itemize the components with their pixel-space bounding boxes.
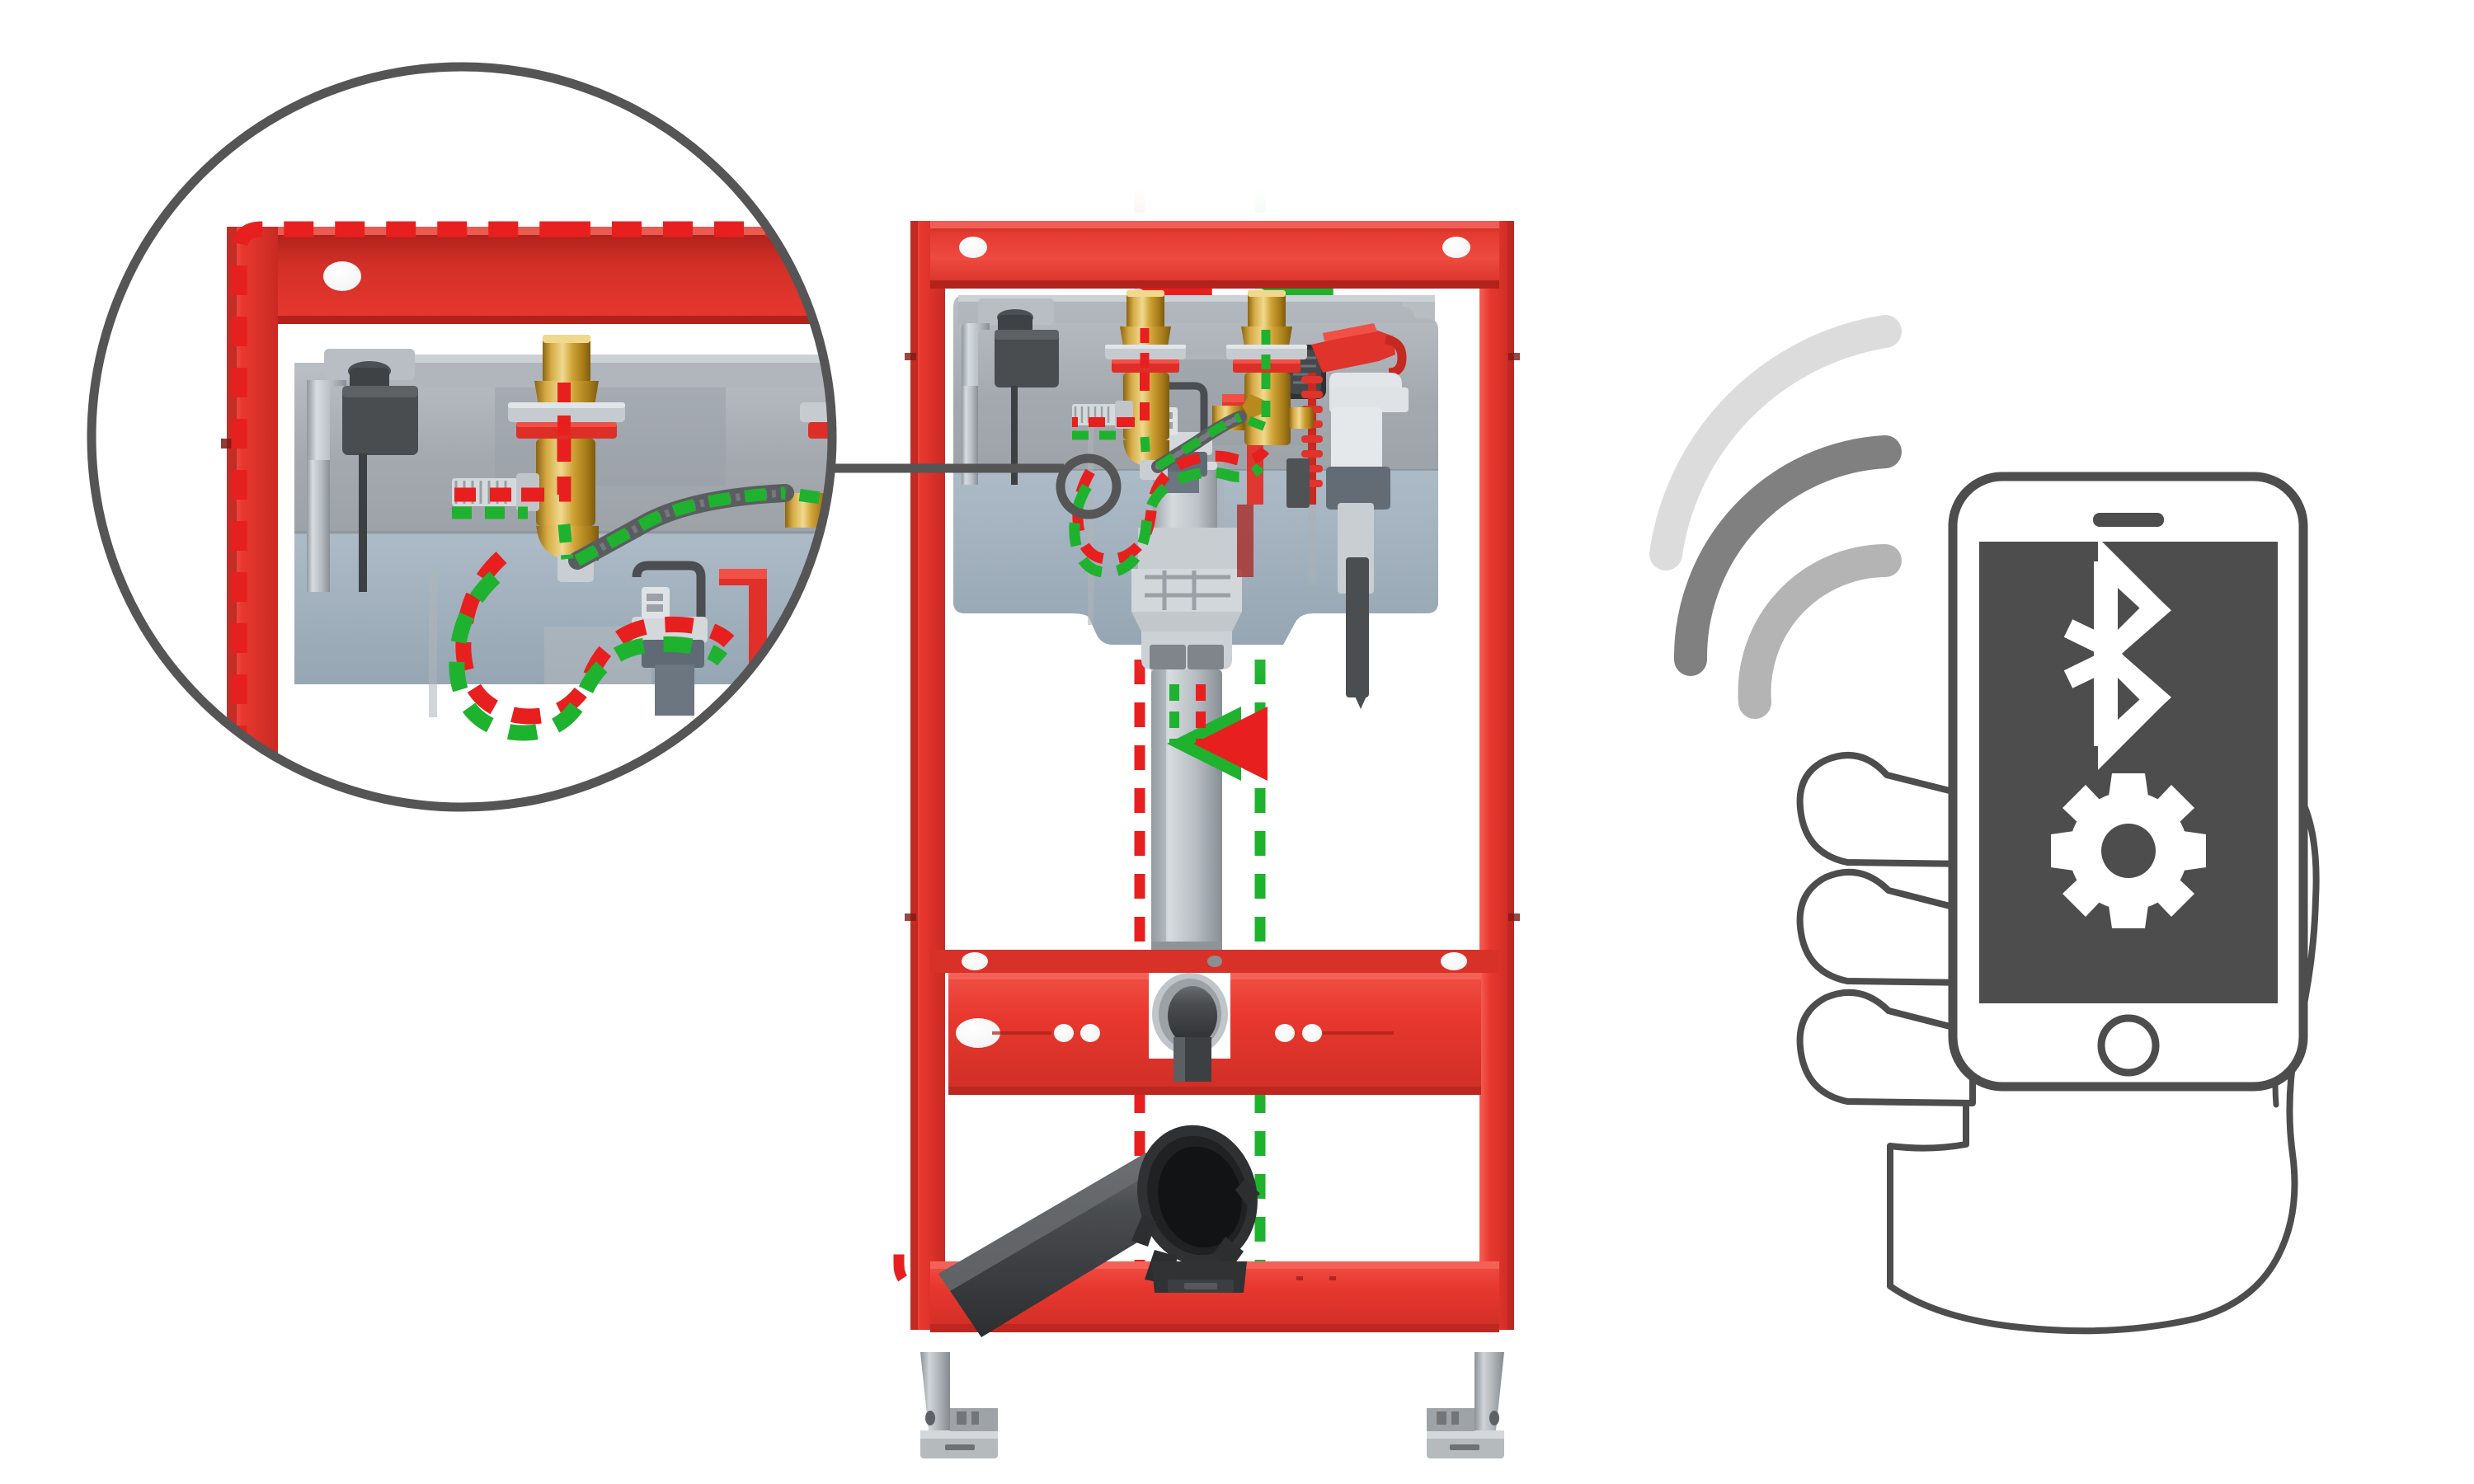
phone-earpiece-speaker <box>2093 513 2164 527</box>
frame-hole <box>1054 1024 1074 1042</box>
flush-pipe <box>1141 632 1232 950</box>
frame-hole <box>1442 237 1470 258</box>
signal-arc-outer <box>1649 315 1902 571</box>
frame-hole <box>959 237 987 258</box>
cistern-group <box>953 295 1438 950</box>
frame-hole <box>962 952 988 970</box>
detail-target-marker <box>833 453 1122 519</box>
frame-hole <box>1441 952 1467 970</box>
waste-pipe <box>938 1125 1260 1337</box>
finger-ring <box>1796 989 1976 1106</box>
detail-magnifier-group <box>87 62 837 812</box>
flow-curves-inside-cistern <box>1069 446 1270 578</box>
frame-hole <box>1275 1024 1295 1042</box>
frame-mid-rail <box>930 950 1499 1095</box>
installation-frame-group <box>833 188 1520 1458</box>
hand-holding-phone <box>1796 472 2320 1335</box>
gear-icon <box>2051 773 2206 928</box>
frame-top-rail <box>930 221 1499 289</box>
frame-foot-left <box>920 1352 998 1458</box>
frame-hole <box>1207 956 1222 967</box>
finger-index <box>1796 752 1976 867</box>
finger-middle <box>1796 868 1976 986</box>
wireless-signal-arcs <box>1649 315 1902 719</box>
frame-foot-right <box>1427 1352 1504 1458</box>
frame-hole <box>1302 1024 1322 1042</box>
flush-outlet-arrows <box>1167 684 1268 781</box>
magnifier-ring <box>87 62 837 812</box>
phone-screen[interactable] <box>1979 542 2278 1003</box>
signal-arc-inner <box>1738 544 1902 719</box>
flow-marks-on-parts <box>1072 328 1271 471</box>
frame-hole <box>1080 1024 1100 1042</box>
signal-arc-mid <box>1673 435 1902 676</box>
bluetooth-icon <box>2063 538 2171 770</box>
phone-home-button[interactable] <box>2097 1014 2160 1077</box>
frame-hole <box>956 1018 1000 1048</box>
